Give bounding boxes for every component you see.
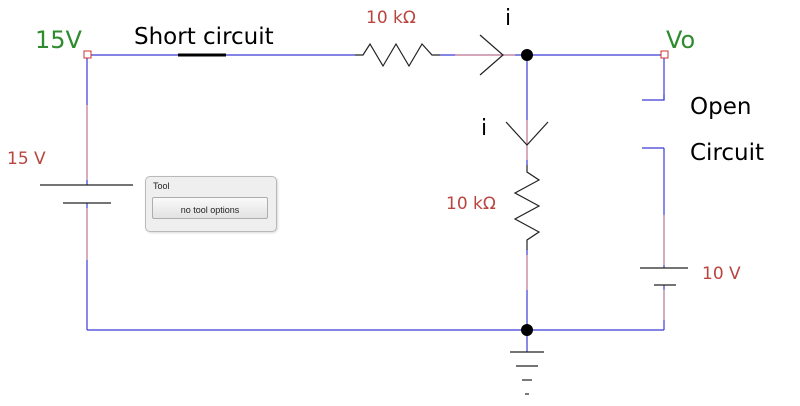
resistor-mid	[513, 165, 541, 250]
label-current-top: i	[505, 6, 512, 31]
label-vo: Vo	[666, 26, 696, 54]
resistor-top	[355, 42, 440, 68]
label-15v-node: 15V	[35, 26, 82, 54]
junction-top	[521, 49, 533, 61]
current-arrow-top	[479, 34, 504, 76]
open-terminal-top	[642, 95, 665, 101]
tool-panel-title: Tool	[153, 181, 170, 191]
label-15v-battery: 15 V	[7, 149, 46, 169]
label-open: Open	[690, 94, 752, 120]
label-resistor-top: 10 kΩ	[366, 8, 416, 28]
label-current-mid: i	[481, 116, 488, 141]
junction-bottom	[521, 324, 533, 336]
label-circuit: Circuit	[690, 140, 765, 166]
current-arrow-mid	[505, 121, 549, 146]
no-tool-options-button[interactable]: no tool options	[152, 197, 268, 219]
label-10v-battery: 10 V	[702, 264, 741, 284]
tool-panel: Tool no tool options	[145, 176, 277, 232]
ground-symbol	[510, 351, 544, 395]
label-resistor-mid: 10 kΩ	[446, 194, 496, 214]
node-marker-vo	[660, 50, 669, 59]
label-short-circuit: Short circuit	[134, 24, 274, 50]
current-highlights	[86, 54, 665, 320]
node-marker-15v	[83, 50, 92, 59]
